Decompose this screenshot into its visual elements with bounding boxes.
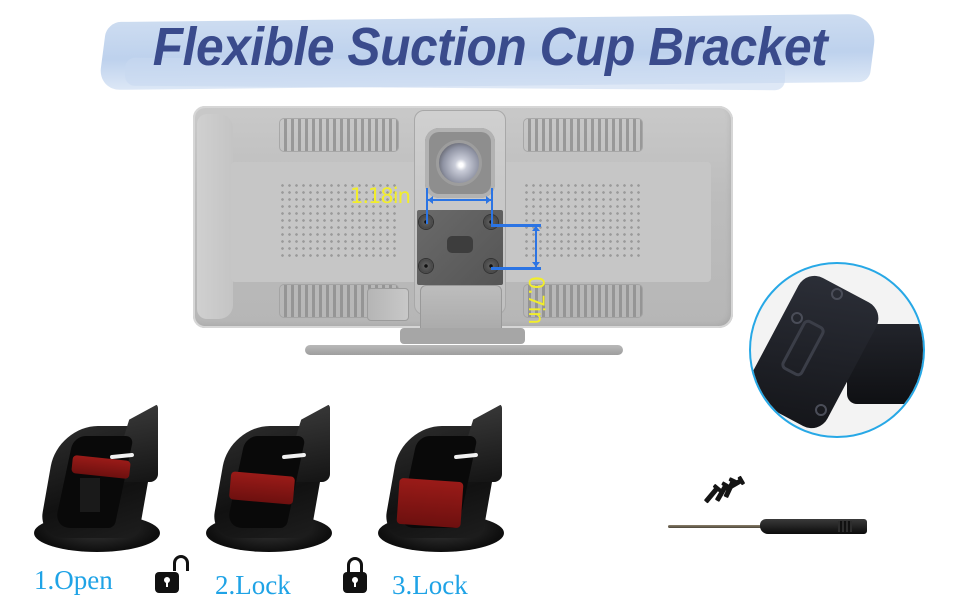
camera-lens-icon xyxy=(436,140,482,186)
speaker-dots-left xyxy=(279,182,399,260)
device-left-rim xyxy=(197,114,233,319)
latch-post xyxy=(80,478,100,512)
step-3-label: 3.Lock xyxy=(392,570,468,600)
lock-latch-closed xyxy=(396,477,464,529)
plate-slot xyxy=(447,236,473,253)
page-title: Flexible Suction Cup Bracket xyxy=(152,17,828,77)
padlock-open-icon xyxy=(155,555,189,593)
dim-width-left-tick xyxy=(426,188,428,224)
suction-mount-step-2 xyxy=(206,396,356,561)
hinge-knob xyxy=(367,288,409,321)
dim-arrow-left-icon xyxy=(428,196,433,204)
vent-grille-top-right xyxy=(523,118,643,152)
hinge-foot xyxy=(400,328,525,344)
suction-mount-step-3 xyxy=(378,396,528,561)
dim-height-line xyxy=(535,226,537,268)
step-1-label: 1.Open xyxy=(34,565,113,595)
stand-base xyxy=(305,345,623,355)
dim-arrow-down-icon xyxy=(532,262,540,267)
vent-grille-bottom-right xyxy=(523,284,643,318)
bracket-hole xyxy=(815,404,827,416)
screwdriver-icon xyxy=(668,518,868,536)
dim-height-top-line xyxy=(491,224,541,227)
step-2-label: 2.Lock xyxy=(215,570,291,600)
suction-mount-step-1 xyxy=(34,396,184,561)
title-banner: Flexible Suction Cup Bracket xyxy=(95,12,885,92)
padlock-closed-icon xyxy=(343,557,369,593)
screw-hole-bottom-left xyxy=(419,259,433,273)
dimension-width-label: 1.18in xyxy=(350,184,411,208)
bracket-detail-closeup xyxy=(749,262,925,438)
speaker-dots-right xyxy=(523,182,643,260)
lock-latch-half xyxy=(228,471,296,505)
dim-height-bottom-line xyxy=(491,267,541,270)
dimension-height-label: 0.7in xyxy=(524,276,548,324)
dim-width-right-tick xyxy=(491,188,493,224)
bracket-hole xyxy=(831,288,843,300)
screw-hole-bottom-right xyxy=(484,259,498,273)
vent-grille-top-left xyxy=(279,118,399,152)
dim-arrow-right-icon xyxy=(486,196,491,204)
screws-icon xyxy=(703,478,743,508)
dim-arrow-up-icon xyxy=(532,226,540,231)
bracket-hole xyxy=(791,312,803,324)
dim-width-line xyxy=(428,199,491,201)
